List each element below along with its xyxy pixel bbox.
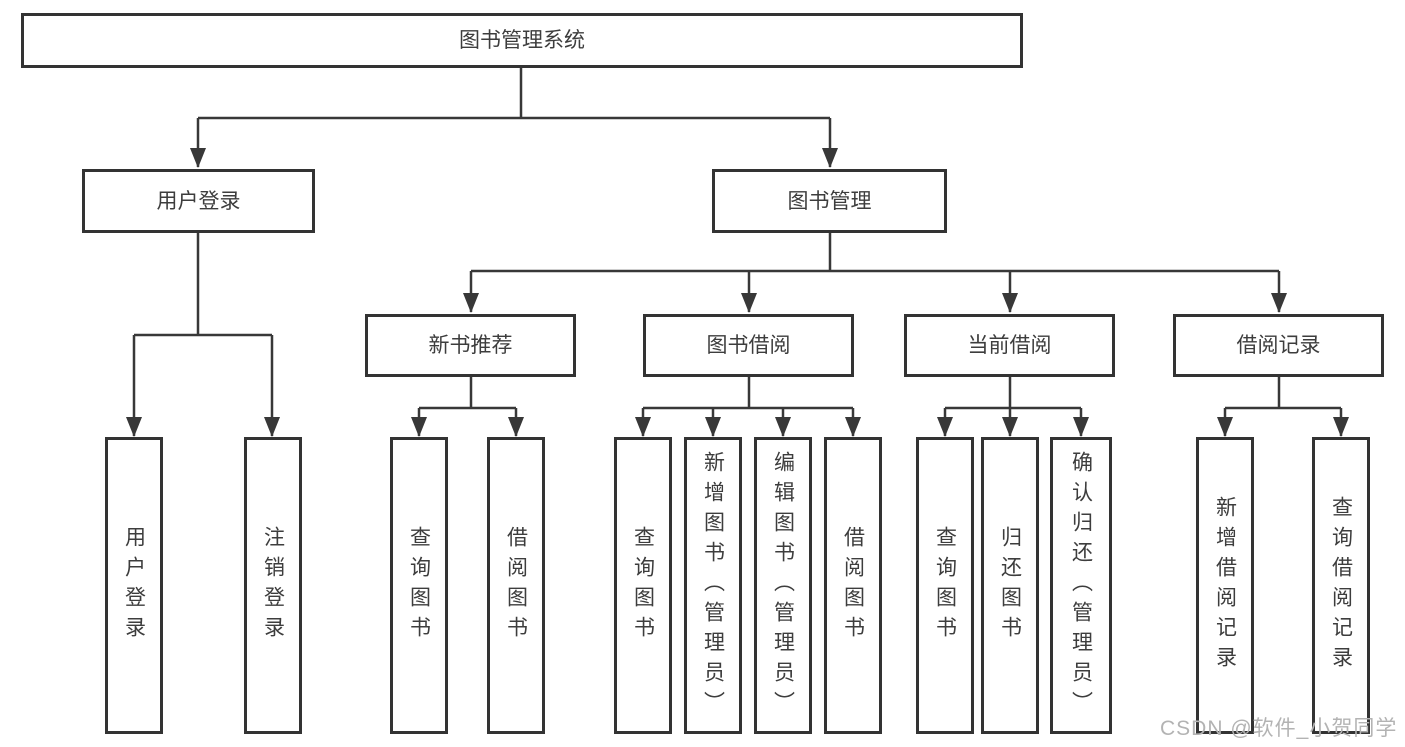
leaf-bb-edit-books-admin: 编辑图书（管理员） [754, 437, 812, 734]
connector-borrow-records-junction [1225, 377, 1341, 410]
connector-book-management-junction [471, 233, 1279, 273]
node-book-borrow: 图书借阅 [643, 314, 854, 377]
node-current-borrow: 当前借阅 [904, 314, 1115, 377]
leaf-cb-confirm-return-admin: 确认归还（管理员） [1050, 437, 1112, 734]
leaf-bb-query-books: 查询图书 [614, 437, 672, 734]
node-borrow-records: 借阅记录 [1173, 314, 1384, 377]
connector-root-junction [198, 68, 830, 120]
leaf-logout: 注销登录 [244, 437, 302, 734]
leaf-bb-borrow-books: 借阅图书 [824, 437, 882, 734]
leaf-bb-add-books-admin: 新增图书（管理员） [684, 437, 742, 734]
leaf-nbr-borrow-books: 借阅图书 [487, 437, 545, 734]
node-user-login-branch: 用户登录 [82, 169, 315, 233]
connector-user-login-junction [134, 233, 272, 337]
node-new-book-recommend: 新书推荐 [365, 314, 576, 377]
connector-book-borrow-junction [643, 377, 853, 410]
leaf-cb-return-books: 归还图书 [981, 437, 1039, 734]
node-book-management-branch: 图书管理 [712, 169, 947, 233]
leaf-br-query-record: 查询借阅记录 [1312, 437, 1370, 734]
watermark: CSDN @软件_小贺同学 [1160, 717, 1398, 740]
connector-current-borrow-junction [945, 377, 1081, 410]
connector-new-book-recommend-junction [419, 377, 516, 410]
leaf-br-add-record: 新增借阅记录 [1196, 437, 1254, 734]
leaf-user-login: 用户登录 [105, 437, 163, 734]
node-root: 图书管理系统 [21, 13, 1023, 68]
leaf-cb-query-books: 查询图书 [916, 437, 974, 734]
leaf-nbr-query-books: 查询图书 [390, 437, 448, 734]
